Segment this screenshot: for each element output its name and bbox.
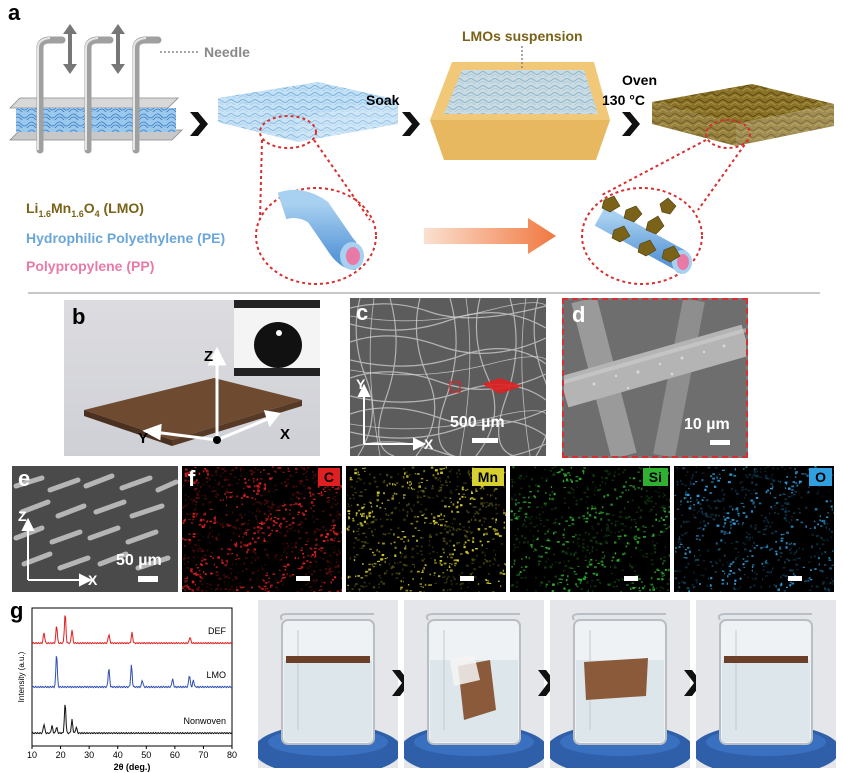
sem-cross-section <box>12 466 178 592</box>
legend-pp: Polypropylene (PP) <box>26 258 155 274</box>
sem-c-axis-x: X <box>424 436 434 452</box>
series-line-nonwoven <box>31 704 233 735</box>
fiber-closeup-coated <box>594 195 692 274</box>
oven-label: Oven <box>622 72 658 88</box>
eds-map-row: C Mn Si O <box>182 466 834 592</box>
x-tick-label: 70 <box>198 750 208 760</box>
legend-pe: Hydrophilic Polyethylene (PE) <box>26 230 226 246</box>
panel-label-c: c <box>356 300 369 325</box>
panel-label-f: f <box>188 466 196 491</box>
sem-e-axis-z: Z <box>18 508 27 524</box>
eds-map-o: O <box>674 466 834 592</box>
sem-c-axis-y: Y <box>356 376 366 392</box>
schematic-svg <box>9 24 834 285</box>
series-line-lmo <box>31 656 233 689</box>
sem-d-scale-label: 10 µm <box>684 416 730 433</box>
series-line-def <box>31 615 233 645</box>
soaking-tray <box>430 46 610 160</box>
nonwoven-fabric-coated <box>652 84 834 146</box>
x-tick-label: 80 <box>227 750 237 760</box>
needle-label: Needle <box>204 44 250 60</box>
x-axis-label: 2θ (deg.) <box>114 762 151 772</box>
x-tick-label: 30 <box>84 750 94 760</box>
y-axis-label: Intensity (a.u.) <box>17 651 26 702</box>
eds-element-label: Si <box>642 468 668 486</box>
xrd-chart: DEF LMO Nonwoven 10 20 30 40 50 60 70 80 2θ (deg.) I… <box>17 607 237 772</box>
fiber-closeup-pe-pp <box>277 190 364 270</box>
plot-frame <box>31 607 233 747</box>
panel-label-a: a <box>8 0 21 25</box>
sem-image-high-mag <box>562 298 748 458</box>
eds-scale-bar <box>624 576 638 581</box>
x-tick-label: 40 <box>113 750 123 760</box>
transition-arrow <box>424 218 556 254</box>
eds-map-si: Si <box>510 466 670 592</box>
oven-temp-label: 130 °C <box>602 92 645 108</box>
panel-label-d: d <box>572 302 586 327</box>
photo-axis-x: X <box>280 426 291 443</box>
photo-axis-y: Y <box>138 430 149 447</box>
eds-map-c: C <box>182 466 342 592</box>
series-label: LMO <box>206 670 226 680</box>
process-chevrons <box>190 112 640 136</box>
sem-c-scale-label: 500 µm <box>450 414 505 431</box>
panel-label-b: b <box>72 304 86 329</box>
x-tick-label: 10 <box>27 750 37 760</box>
contact-angle-inset <box>234 300 320 376</box>
sem-e-scale-label: 50 µm <box>116 552 162 569</box>
legend-lmo: Li1.6Mn1.6O4 (LMO) <box>26 200 144 219</box>
needle-punching-apparatus <box>9 24 200 154</box>
beaker-photo-2 <box>404 600 544 768</box>
photo-fabric-sample <box>64 300 320 456</box>
soak-label: Soak <box>366 92 400 108</box>
x-tick-label: 60 <box>170 750 180 760</box>
x-tick-label: 50 <box>141 750 151 760</box>
x-tick-label: 20 <box>56 750 66 760</box>
nonwoven-fabric-raw <box>218 82 398 142</box>
eds-scale-bar <box>788 576 802 581</box>
panel-label-e: e <box>18 466 31 491</box>
section-divider <box>28 292 820 294</box>
series-label: Nonwoven <box>183 716 226 726</box>
sem-image-low-mag <box>350 298 546 456</box>
eds-element-label: C <box>317 468 340 486</box>
eds-map-mn: Mn <box>346 466 506 592</box>
suspension-label: LMOs suspension <box>462 28 583 44</box>
panel-label-g: g <box>10 598 24 623</box>
eds-scale-bar <box>460 576 474 581</box>
series-label: DEF <box>208 626 227 636</box>
eds-scale-bar <box>296 576 310 581</box>
eds-element-label: Mn <box>471 468 504 486</box>
zoom-circles <box>255 115 751 285</box>
beaker-photo-3 <box>550 600 690 768</box>
sem-e-axis-x: X <box>88 572 98 588</box>
beaker-photo-1 <box>258 600 398 768</box>
photo-axis-z: Z <box>204 348 214 365</box>
beaker-photo-4 <box>696 600 836 768</box>
beaker-sequence <box>258 600 836 768</box>
eds-element-label: O <box>809 468 832 486</box>
